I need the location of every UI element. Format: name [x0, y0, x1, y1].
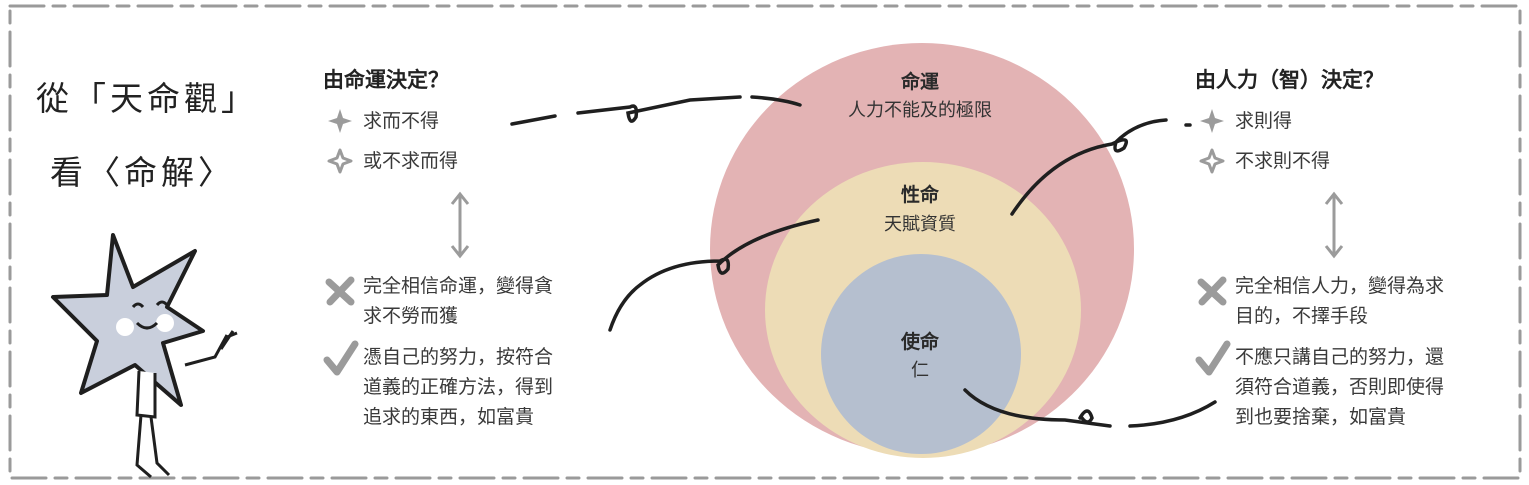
sparkle-solid-icon [328, 109, 352, 133]
right-right-line-1: 不應只講自己的努力，還 [1235, 346, 1445, 368]
cross-icon [1197, 276, 1227, 306]
left-wrong-line-2: 求不勞而獲 [363, 305, 459, 327]
outer-circle-subtitle: 人力不能及的極限 [848, 100, 992, 121]
inner-circle [821, 254, 1021, 454]
double-arrow-icon [1324, 191, 1344, 259]
outer-circle-title: 命運 [900, 71, 939, 93]
right-item-1: 求則得 [1235, 110, 1293, 132]
right-right-line-3: 到也要捨棄，如富貴 [1235, 406, 1407, 428]
double-arrow-icon [450, 191, 470, 259]
left-heading: 由命運決定？ [323, 67, 449, 92]
sparkle-outline-icon [327, 148, 353, 174]
left-item-2: 或不求而得 [363, 150, 459, 172]
left-right-line-1: 憑自己的努力，按符合 [363, 346, 554, 368]
inner-circle-title: 使命 [900, 331, 939, 353]
inner-circle-subtitle: 仁 [911, 360, 929, 381]
right-wrong-line-1: 完全相信人力，變得為求 [1235, 275, 1445, 297]
left-item-1: 求而不得 [363, 110, 440, 132]
cross-icon [325, 276, 355, 306]
right-wrong-line-2: 目的，不擇手段 [1235, 305, 1369, 327]
sparkle-outline-icon [1199, 148, 1225, 174]
left-wrong-line-1: 完全相信命運，變得貪 [363, 275, 554, 297]
check-icon [323, 340, 359, 376]
title-line-1: 從「天命觀」 [36, 79, 258, 118]
right-heading: 由人力（智）決定？ [1195, 67, 1384, 92]
right-item-2: 不求則不得 [1235, 150, 1331, 172]
star-mascot-icon [51, 233, 238, 479]
middle-circle-title: 性命 [900, 184, 939, 206]
left-right-line-3: 追求的東西，如富貴 [363, 406, 535, 428]
sparkle-solid-icon [1200, 109, 1224, 133]
left-right-line-2: 道義的正確方法，得到 [363, 376, 554, 398]
middle-circle-subtitle: 天賦資質 [884, 214, 956, 235]
right-right-line-2: 須符合道義，否則即使得 [1235, 376, 1445, 398]
title-line-2: 看〈命解〉 [50, 153, 235, 192]
check-icon [1195, 340, 1231, 376]
